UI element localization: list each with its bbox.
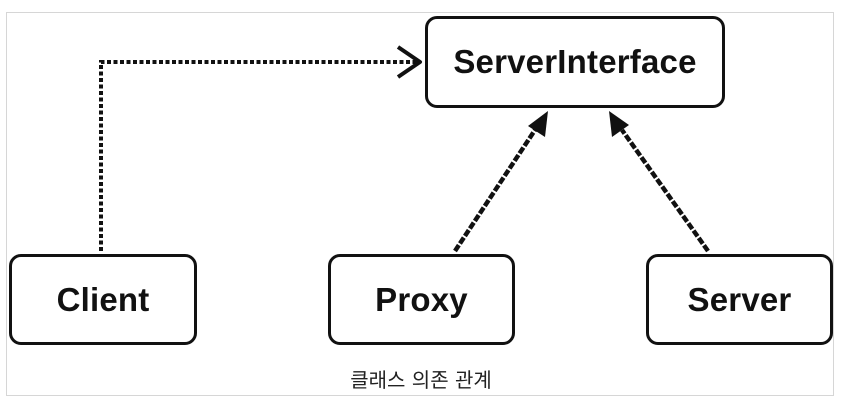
edge-server-to-server-interface (609, 111, 710, 253)
server-box: Server (646, 254, 833, 345)
open-arrowhead-icon (396, 45, 422, 79)
client-box: Client (9, 254, 197, 345)
server-interface-box: ServerInterface (425, 16, 725, 108)
server-label: Server (687, 280, 792, 318)
server-interface-label: ServerInterface (453, 43, 697, 80)
proxy-box: Proxy (328, 254, 515, 345)
edge-client-to-server-interface (99, 45, 422, 251)
client-label: Client (56, 280, 150, 318)
diagram-caption: 클래스 의존 관계 (350, 368, 492, 392)
triangle-arrowhead-icon (528, 111, 548, 137)
proxy-label: Proxy (375, 280, 468, 318)
edge-proxy-to-server-interface (453, 111, 548, 253)
triangle-arrowhead-icon (609, 111, 629, 137)
